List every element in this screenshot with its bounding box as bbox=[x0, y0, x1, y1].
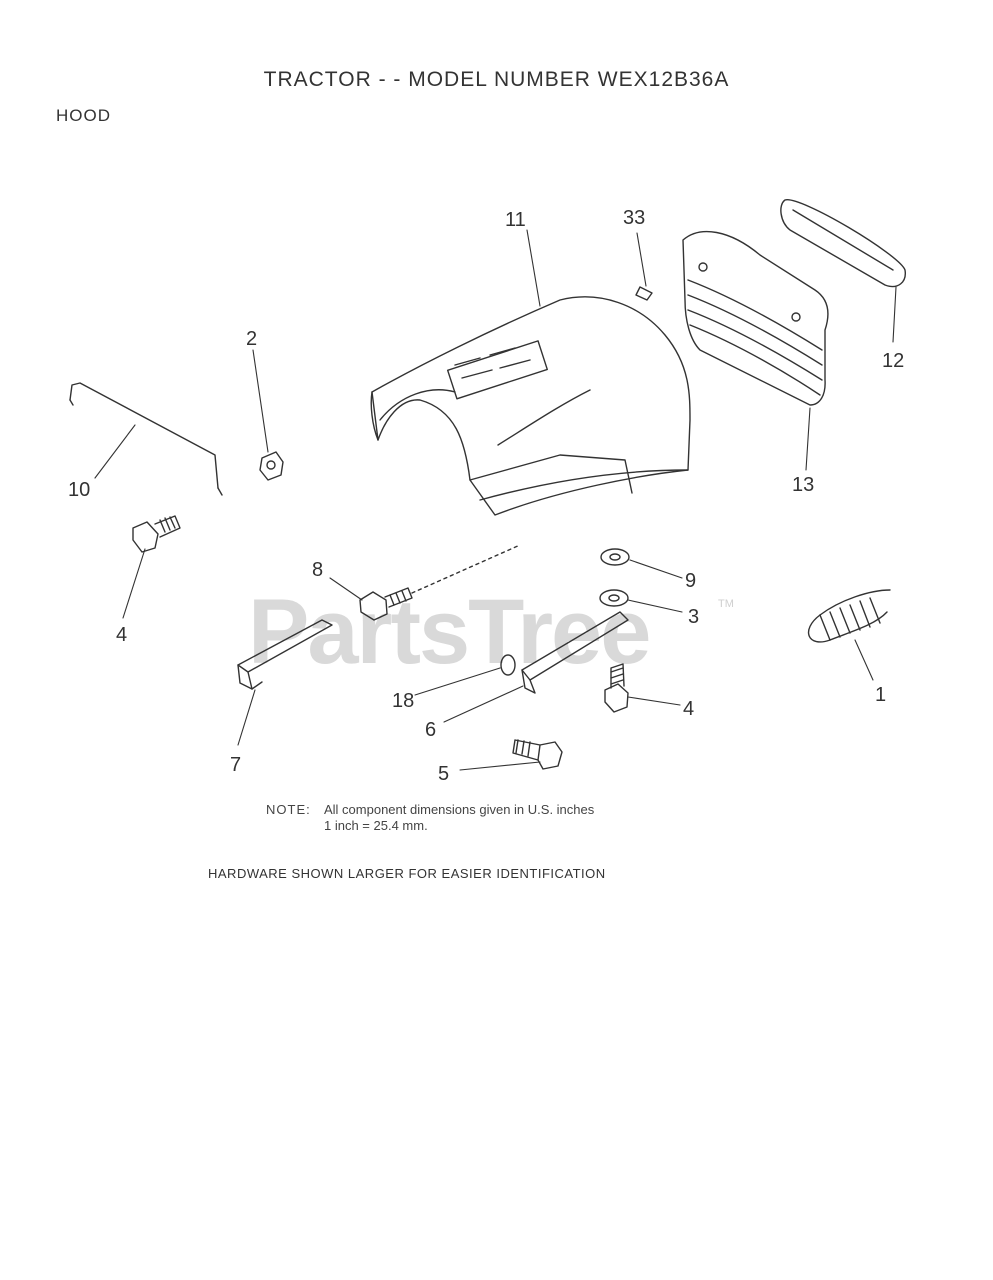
callout-6: 6 bbox=[425, 719, 436, 741]
note-line-2: 1 inch = 25.4 mm. bbox=[324, 818, 428, 833]
callout-3: 3 bbox=[688, 606, 699, 628]
washer-3-part[interactable] bbox=[599, 589, 629, 607]
hardware-note: HARDWARE SHOWN LARGER FOR EASIER IDENTIF… bbox=[208, 866, 606, 881]
callout-7: 7 bbox=[230, 754, 241, 776]
emblem-part[interactable] bbox=[780, 199, 906, 288]
callout-1: 1 bbox=[875, 684, 886, 706]
callout-2: 2 bbox=[246, 328, 257, 350]
callout-33: 33 bbox=[623, 207, 645, 229]
callout-4-right: 4 bbox=[683, 698, 694, 720]
page-title: TRACTOR - - MODEL NUMBER WEX12B36A bbox=[263, 68, 730, 91]
bolt-left-part[interactable] bbox=[132, 515, 181, 553]
grille-part[interactable] bbox=[682, 230, 829, 406]
callout-13: 13 bbox=[792, 474, 814, 496]
washer-9-part[interactable] bbox=[600, 548, 630, 566]
bolt-right-part[interactable] bbox=[604, 663, 629, 713]
note-label: NOTE: bbox=[266, 802, 311, 817]
rod-part[interactable] bbox=[69, 382, 223, 496]
spring-part[interactable] bbox=[807, 589, 891, 643]
callout-8: 8 bbox=[312, 559, 323, 581]
section-label: HOOD bbox=[56, 106, 111, 125]
watermark-tm: TM bbox=[718, 598, 734, 610]
callout-9: 9 bbox=[685, 570, 696, 592]
bushing-part[interactable] bbox=[500, 654, 516, 676]
callout-4-left: 4 bbox=[116, 624, 127, 646]
nut-part[interactable] bbox=[259, 451, 284, 481]
callout-11: 11 bbox=[505, 209, 526, 231]
callout-5: 5 bbox=[438, 763, 449, 785]
clip-part[interactable] bbox=[635, 286, 653, 301]
shaft-part[interactable] bbox=[521, 611, 629, 694]
note-line-1: All component dimensions given in U.S. i… bbox=[324, 802, 595, 817]
callout-18: 18 bbox=[392, 690, 414, 712]
bracket-part[interactable] bbox=[237, 619, 333, 690]
watermark: PartsTree bbox=[248, 581, 651, 683]
dimension-note: NOTE: All component dimensions given in U… bbox=[266, 802, 594, 834]
callout-12: 12 bbox=[882, 350, 904, 372]
leader-lines bbox=[94, 229, 897, 771]
callout-10: 10 bbox=[68, 479, 90, 501]
bolt-8-part[interactable] bbox=[359, 544, 521, 621]
hood-part[interactable] bbox=[370, 296, 691, 516]
callout-labels: 11 33 12 2 10 13 4 8 9 3 1 18 6 4 7 5 bbox=[68, 207, 904, 785]
bolt-5-part[interactable] bbox=[512, 739, 563, 770]
